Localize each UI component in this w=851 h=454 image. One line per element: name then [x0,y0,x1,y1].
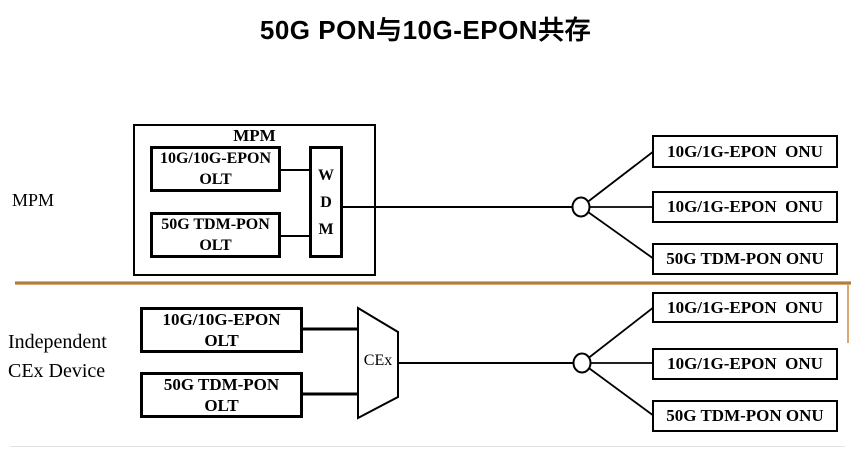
wdm-letter-w: W [318,166,334,184]
mpm-onu-box-2: 10G/1G-EPON ONU [652,191,838,223]
onu-label: 50G TDM-PON ONU [666,249,824,268]
cex-trapezoid-shape [357,306,399,420]
cex-trapezoid-label: CEx [363,352,393,369]
onu-label: 10G/1G-EPON ONU [667,297,823,317]
mpm-onu-box-3: 50G TDM-PON ONU [652,243,838,275]
olt-label-line2: OLT [199,171,232,188]
olt-label-line1: 10G/10G-EPON [159,150,272,167]
optical-splitter-circle-top [571,196,591,218]
olt-label-line2: OLT [204,331,239,350]
wdm-box: W D M [309,146,343,258]
olt-label-line1: 50G TDM-PON [161,216,270,233]
mpm-side-label: MPM [12,190,55,210]
section-divider-line [15,281,851,285]
olt-label-line1: 50G TDM-PON [163,375,280,394]
cex-olt-box-10g-epon: 10G/10G-EPON OLT [140,307,303,353]
optical-splitter-circle-bottom [572,352,592,374]
splitter2-fan-line-top [581,306,655,364]
olt-label-line2: OLT [204,396,239,415]
mpm-olt-box-50g-tdmpon: 50G TDM-PON OLT [150,212,281,258]
cex-onu-box-1: 10G/1G-EPON ONU [652,292,838,323]
right-edge-divider-mark [847,285,849,343]
cex-side-label-line2: CEx Device [8,360,106,382]
splitter2-fan-line-bottom [581,362,655,417]
mpm-olt-box-10g-epon: 10G/10G-EPON OLT [150,146,281,192]
wdm-letter-m: M [318,220,334,238]
mpm-frame-label: MPM [233,126,276,145]
splitter1-fan-line-top [580,150,655,208]
olt-label-line2: OLT [199,237,232,254]
cex-onu-box-3: 50G TDM-PON ONU [652,400,838,432]
diagram-title: 50G PON与10G-EPON共存 [259,15,592,45]
mpm-onu-box-1: 10G/1G-EPON ONU [652,135,838,168]
onu-label: 50G TDM-PON ONU [666,406,824,425]
olt-label-line1: 10G/10G-EPON [162,310,281,329]
cex-onu-box-2: 10G/1G-EPON ONU [652,348,838,380]
splitter1-fan-line-bottom [580,206,655,260]
onu-label: 10G/1G-EPON ONU [667,197,823,216]
onu-label: 10G/1G-EPON ONU [667,141,823,161]
cex-side-label-line1: Independent [8,331,107,353]
wdm-letter-d: D [320,193,332,211]
onu-label: 10G/1G-EPON ONU [667,354,823,373]
cex-side-label: Independent CEx Device [8,328,107,386]
cex-olt-box-50g-tdmpon: 50G TDM-PON OLT [140,372,303,418]
mpm-outer-frame [133,124,376,276]
bottom-edge-line [10,446,845,447]
